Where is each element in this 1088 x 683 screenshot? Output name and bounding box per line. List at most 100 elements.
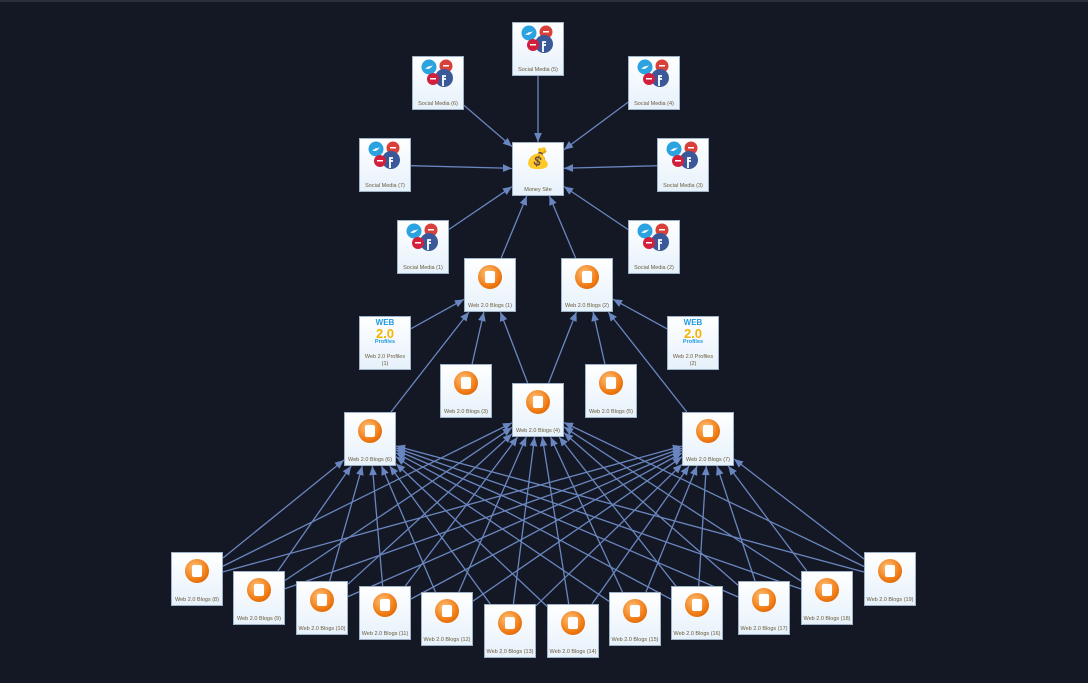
node-money[interactable]: 💰 Money Site <box>512 142 564 196</box>
edge-b1-to-money <box>500 195 528 259</box>
node-sm5[interactable]: Social Media (5) <box>512 22 564 76</box>
blogger-icon <box>752 588 776 612</box>
node-label: Web 2.0 Blogs (1) <box>468 302 512 309</box>
node-b1[interactable]: Web 2.0 Blogs (1) <box>464 258 516 312</box>
blogger-icon <box>435 599 459 623</box>
blogger-icon <box>358 419 382 443</box>
node-label: Web 2.0 Blogs (13) <box>486 648 534 655</box>
node-b8[interactable]: Web 2.0 Blogs (8) <box>171 552 223 606</box>
blogger-icon <box>878 559 902 583</box>
node-b10[interactable]: Web 2.0 Blogs (10) <box>296 581 348 635</box>
social-media-icon <box>421 59 455 87</box>
edge-b12-to-b4 <box>458 436 527 593</box>
node-label: Social Media (3) <box>663 182 703 189</box>
node-label: Web 2.0 Blogs (9) <box>237 615 281 622</box>
edge-sm2-to-money <box>563 185 629 231</box>
money-bag-icon: 💰 <box>525 148 551 170</box>
social-media-icon <box>637 59 671 87</box>
blogger-icon <box>599 371 623 395</box>
node-label: Social Media (7) <box>365 182 405 189</box>
node-b12[interactable]: Web 2.0 Blogs (12) <box>421 592 473 646</box>
edge-b18-to-b4 <box>563 426 802 582</box>
node-b2[interactable]: Web 2.0 Blogs (2) <box>561 258 613 312</box>
edge-b11-to-b7 <box>410 452 683 600</box>
edge-b6-to-b1 <box>390 311 470 413</box>
node-sm7[interactable]: Social Media (7) <box>359 138 411 192</box>
node-label: Web 2.0 Blogs (4) <box>516 427 560 434</box>
logo-web-text: WEB <box>375 318 395 327</box>
edge-b19-to-b7 <box>733 458 865 560</box>
edge-b9-to-b6 <box>277 465 352 572</box>
node-b6[interactable]: Web 2.0 Blogs (6) <box>344 412 396 466</box>
edge-sm4-to-money <box>563 101 629 151</box>
node-label: Social Media (6) <box>418 100 458 107</box>
edge-sm7-to-money <box>410 164 513 172</box>
edge-b2-to-money <box>548 195 577 259</box>
social-media-icon <box>368 141 402 169</box>
node-label: Web 2.0 Profiles (2) <box>672 354 714 367</box>
node-b14[interactable]: Web 2.0 Blogs (14) <box>547 604 599 658</box>
node-sm4[interactable]: Social Media (4) <box>628 56 680 110</box>
edge-b3-to-b1 <box>471 311 486 365</box>
node-b3[interactable]: Web 2.0 Blogs (3) <box>440 364 492 418</box>
node-label: Web 2.0 Blogs (17) <box>740 625 788 632</box>
edge-b8-to-b6 <box>222 459 345 559</box>
edge-b10-to-b6 <box>329 465 364 582</box>
blogger-icon <box>696 419 720 443</box>
blogger-icon <box>478 265 502 289</box>
node-b9[interactable]: Web 2.0 Blogs (9) <box>233 571 285 625</box>
node-label: Money Site <box>524 186 552 193</box>
blogger-icon <box>526 390 550 414</box>
node-b13[interactable]: Web 2.0 Blogs (13) <box>484 604 536 658</box>
node-sm3[interactable]: Social Media (3) <box>657 138 709 192</box>
node-b7[interactable]: Web 2.0 Blogs (7) <box>682 412 734 466</box>
node-b16[interactable]: Web 2.0 Blogs (16) <box>671 586 723 640</box>
node-label: Social Media (1) <box>403 264 443 271</box>
edge-b18-to-b7 <box>727 465 808 572</box>
edge-b13-to-b7 <box>535 463 683 607</box>
edge-b19-to-b4 <box>563 421 865 568</box>
edge-sm6-to-money <box>463 104 513 148</box>
edge-sm1-to-money <box>448 186 513 230</box>
edge-b16-to-b4 <box>558 436 677 587</box>
edge-b19-to-b6 <box>395 444 865 573</box>
social-media-icon <box>666 141 700 169</box>
node-label: Web 2.0 Blogs (12) <box>423 636 471 643</box>
edge-b9-to-b4 <box>284 426 513 582</box>
blogger-icon <box>247 578 271 602</box>
edge-b16-to-b7 <box>698 465 710 587</box>
node-sm2[interactable]: Social Media (2) <box>628 220 680 274</box>
logo-version-text: 2.0 <box>683 326 703 341</box>
social-media-icon <box>637 223 671 251</box>
blogger-icon <box>815 578 839 602</box>
blogger-icon <box>575 265 599 289</box>
node-b17[interactable]: Web 2.0 Blogs (17) <box>738 581 790 635</box>
logo-web-text: WEB <box>683 318 703 327</box>
node-b11[interactable]: Web 2.0 Blogs (11) <box>359 586 411 640</box>
edge-b15-to-b7 <box>645 465 698 593</box>
node-b4[interactable]: Web 2.0 Blogs (4) <box>512 383 564 437</box>
node-sm6[interactable]: Social Media (6) <box>412 56 464 110</box>
node-label: Web 2.0 Blogs (10) <box>298 625 346 632</box>
node-label: Social Media (5) <box>518 66 558 73</box>
edge-b14-to-b7 <box>591 465 690 605</box>
social-media-icon <box>521 25 555 53</box>
node-label: Web 2.0 Blogs (11) <box>361 630 409 637</box>
node-sm1[interactable]: Social Media (1) <box>397 220 449 274</box>
edge-b9-to-b7 <box>284 447 683 590</box>
node-b18[interactable]: Web 2.0 Blogs (18) <box>801 571 853 625</box>
edge-b12-to-b7 <box>472 456 683 602</box>
edge-b8-to-b7 <box>222 444 683 573</box>
node-label: Web 2.0 Blogs (3) <box>444 408 488 415</box>
blogger-icon <box>623 599 647 623</box>
node-label: Web 2.0 Profiles (1) <box>364 354 406 367</box>
node-b5[interactable]: Web 2.0 Blogs (5) <box>585 364 637 418</box>
node-b19[interactable]: Web 2.0 Blogs (19) <box>864 552 916 606</box>
edge-b10-to-b7 <box>347 449 683 598</box>
node-b15[interactable]: Web 2.0 Blogs (15) <box>609 592 661 646</box>
edge-b16-to-b6 <box>395 452 672 600</box>
